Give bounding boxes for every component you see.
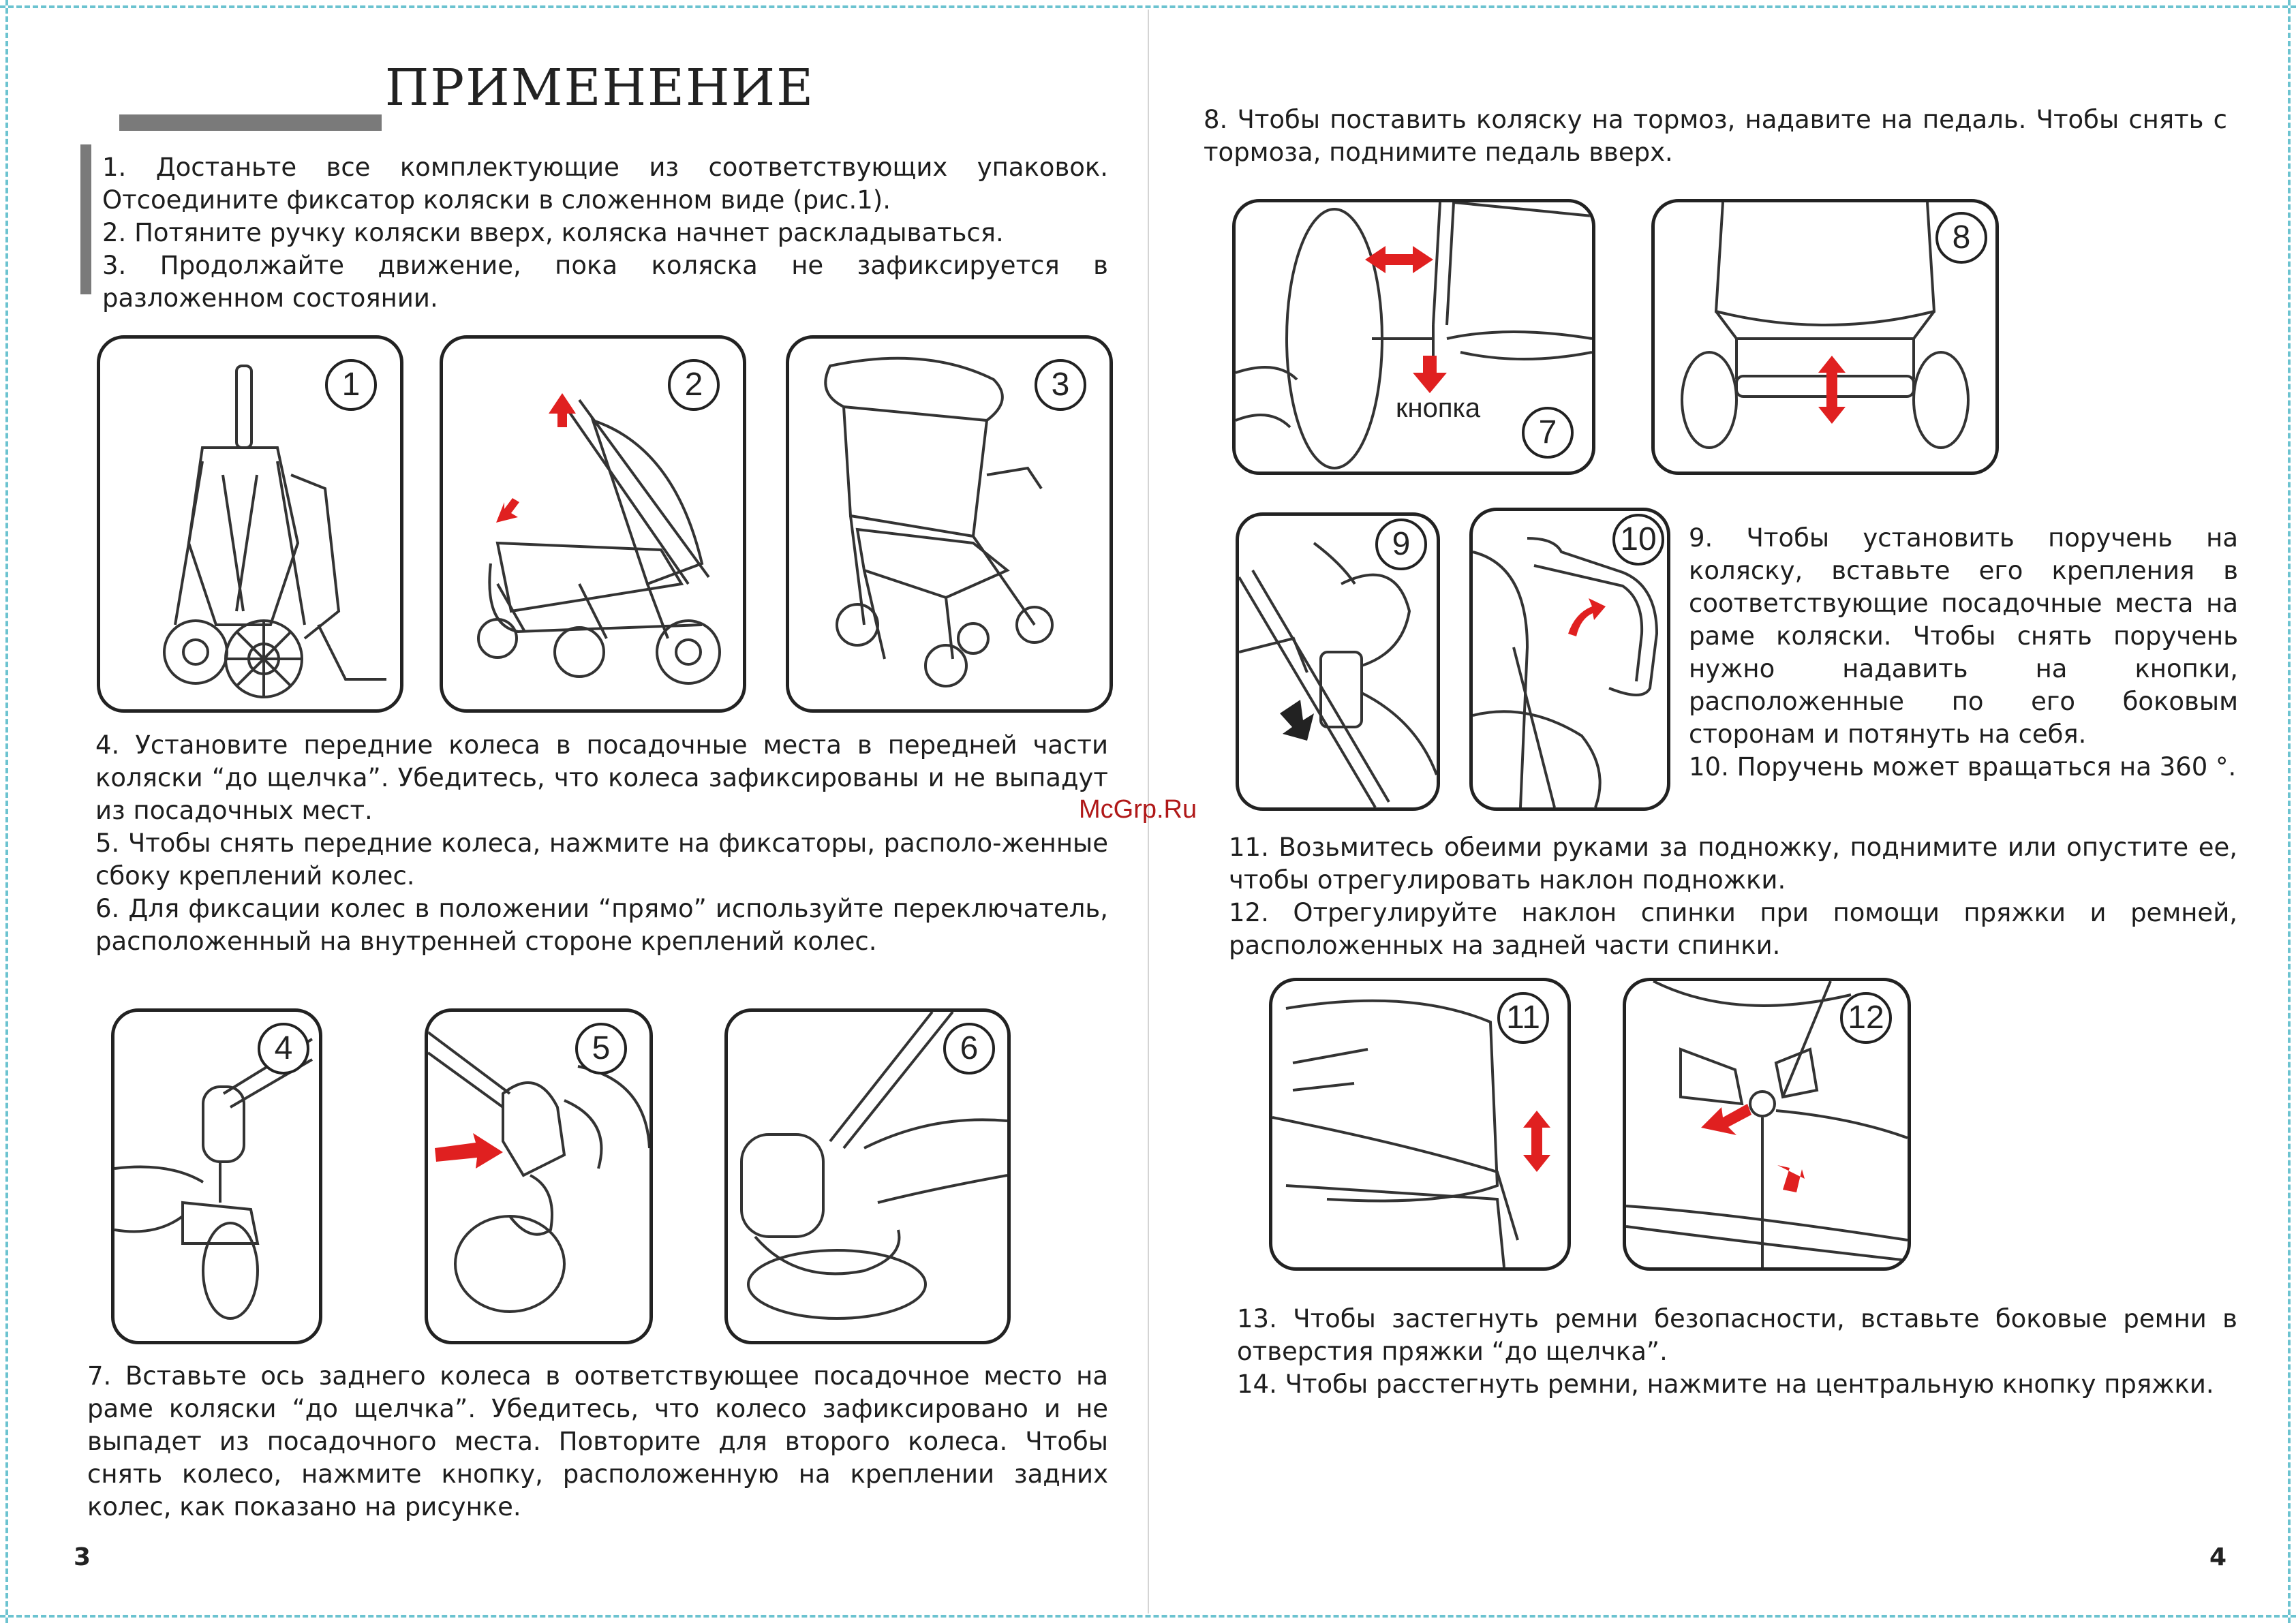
brake-button-illustration — [1236, 202, 1592, 469]
figure-number-5: 5 — [575, 1023, 627, 1075]
step-13: 13. Чтобы застегнуть ремни безопасности,… — [1237, 1304, 2237, 1366]
step-14: 14. Чтобы расстегнуть ремни, нажмите на … — [1237, 1370, 2214, 1399]
figure-number-10: 10 — [1612, 514, 1664, 566]
figure-number-7: 7 — [1522, 407, 1574, 459]
step-3: 3. Продолжайте движение, пока коляска не… — [102, 251, 1108, 313]
figure-number-4: 4 — [258, 1023, 309, 1075]
top-border — [0, 5, 2296, 8]
rear-wheel-text: 7. Вставьте ось заднего колеса в оответс… — [87, 1360, 1108, 1524]
figure-3: 3 — [786, 335, 1113, 713]
button-label: кнопка — [1396, 393, 1481, 423]
figure-number-6: 6 — [943, 1023, 995, 1075]
step-5: 5. Чтобы снять передние колеса, нажмите … — [95, 829, 1108, 891]
unfolding-stroller-illustration — [477, 393, 721, 685]
figure-7: кнопка 7 — [1232, 199, 1595, 475]
step-10: 10. Поручень может вращаться на 360 °. — [1689, 752, 2237, 782]
figure-number-8: 8 — [1935, 212, 1987, 264]
handlebar-install-illustration — [1239, 542, 1437, 807]
step-8: 8. Чтобы поставить коляску на тормоз, на… — [1204, 105, 2227, 167]
step-7: 7. Вставьте ось заднего колеса в оответс… — [87, 1361, 1108, 1521]
figure-number-1: 1 — [325, 359, 377, 411]
footrest-backrest-text: 11. Возьмитесь обеими руками за подножку… — [1229, 831, 2237, 962]
figure-8: 8 — [1651, 199, 1999, 475]
figure-5: 5 — [425, 1008, 653, 1344]
page-number-right: 4 — [2209, 1543, 2227, 1571]
bottom-border — [0, 1615, 2296, 1618]
page-title: ПРИМЕНЕНИЕ — [384, 59, 815, 117]
backrest-buckle-illustration — [1626, 981, 1908, 1267]
brake-text: 8. Чтобы поставить коляску на тормоз, на… — [1204, 104, 2227, 169]
figure-10: 10 — [1469, 508, 1670, 811]
wheel-lock-switch-illustration — [740, 1012, 1007, 1320]
intro-text: 1. Достаньте все комплектующие из соотве… — [102, 151, 1108, 315]
figure-number-9: 9 — [1375, 519, 1427, 570]
right-border — [2288, 0, 2291, 1623]
title-underline — [119, 114, 382, 131]
figure-11: 11 — [1269, 978, 1571, 1271]
brake-pedal-illustration — [1681, 202, 1970, 449]
figure-number-2: 2 — [668, 359, 720, 411]
figure-number-11: 11 — [1497, 992, 1549, 1044]
figure-6: 6 — [724, 1008, 1011, 1344]
page-number-left: 3 — [74, 1543, 91, 1571]
step-4: 4. Установите передние колеса в посадочн… — [95, 730, 1108, 825]
handlebar-text: 9. Чтобы установить поручень на коляску,… — [1689, 522, 2238, 784]
step-11: 11. Возьмитесь обеими руками за подножку… — [1229, 833, 2237, 895]
figure-number-3: 3 — [1035, 359, 1086, 411]
page-fold — [1148, 10, 1149, 1613]
folded-stroller-illustration — [163, 365, 386, 698]
step-12: 12. Отрегулируйте наклон спинки при помо… — [1229, 898, 2237, 960]
figure-12: 12 — [1623, 978, 1911, 1271]
intro-sidebar — [80, 144, 91, 294]
step-2: 2. Потяните ручку коляски вверх, коляска… — [102, 218, 1004, 247]
step-6: 6. Для фиксации колес в положении “прямо… — [95, 894, 1108, 956]
harness-text: 13. Чтобы застегнуть ремни безопасности,… — [1237, 1303, 2237, 1401]
figure-1: 1 — [97, 335, 403, 713]
wheel-text: 4. Установите передние колеса в посадочн… — [95, 729, 1108, 958]
left-border — [5, 0, 8, 1623]
step-1: 1. Достаньте все комплектующие из соотве… — [102, 153, 1108, 215]
figure-number-12: 12 — [1840, 992, 1892, 1044]
handlebar-rotate-illustration — [1473, 537, 1659, 807]
watermark: McGrp.Ru — [1079, 795, 1197, 824]
step-9: 9. Чтобы установить поручень на коляску,… — [1689, 523, 2238, 749]
unfolded-stroller-illustration — [824, 356, 1054, 687]
figure-2: 2 — [440, 335, 746, 713]
footrest-adjust-illustration — [1272, 999, 1550, 1267]
figure-9: 9 — [1236, 512, 1440, 811]
figure-4: 4 — [111, 1008, 322, 1344]
